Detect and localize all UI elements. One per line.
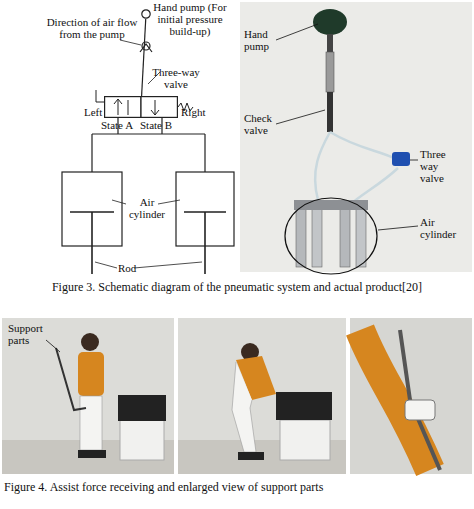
support-pad (405, 400, 435, 420)
cylinder-photo (312, 205, 322, 267)
part-label: Support parts (8, 322, 60, 346)
hand-pump-symbol: Hand pump (For initial pressure build-up… (141, 9, 151, 19)
node-label: Three-way valve (148, 66, 204, 90)
product-photo (240, 2, 472, 272)
state-label: State B (140, 119, 172, 131)
hand-pump-bulb (313, 9, 347, 35)
circle-outline (141, 9, 151, 19)
flow-direction-note: Direction of air flow from the pump (38, 16, 146, 40)
port-label: Right (181, 106, 205, 118)
piston-rod (70, 212, 226, 274)
part-label: Three way valve (420, 148, 464, 184)
support-parts-closeup (400, 330, 440, 470)
usage-photo (178, 318, 346, 474)
highlight-ellipse (285, 198, 377, 274)
crate (118, 395, 166, 421)
jacket (78, 352, 104, 396)
air-line (92, 118, 205, 172)
cylinder-photo (356, 205, 366, 267)
port-label: Left (84, 106, 102, 118)
three-way-valve-body (392, 152, 410, 166)
part-label: Air cylinder (420, 216, 464, 240)
pump-stem (327, 34, 333, 52)
support-parts-frame (56, 348, 86, 410)
shoes (238, 452, 264, 460)
trousers (232, 362, 256, 452)
valve-outline (104, 96, 178, 118)
head (81, 333, 99, 351)
trousers (80, 396, 102, 450)
cylinder-photo (296, 205, 306, 267)
part-label: Rod (118, 262, 136, 274)
air-tube (315, 132, 398, 205)
part-label: Hand pump (244, 28, 278, 52)
fitting (327, 92, 333, 132)
check-valve-body (326, 52, 334, 92)
leader-line (276, 24, 418, 230)
figure-caption: Figure 4. Assist force receiving and enl… (4, 480, 470, 494)
part-label: Air cylinder (126, 196, 168, 220)
leader-line (95, 262, 202, 268)
air-line (142, 19, 146, 96)
figure-caption: Figure 3. Schematic diagram of the pneum… (4, 280, 470, 294)
box-stand (120, 420, 164, 460)
box-stand (280, 420, 330, 460)
part-label: Check valve (244, 112, 278, 136)
leader-line (46, 340, 60, 352)
node-label: Hand pump (For initial pressure build-up… (151, 1, 229, 37)
leader-line (120, 40, 141, 45)
usage-photo (2, 318, 174, 474)
check-valve-seat (140, 44, 152, 52)
shoes (78, 450, 106, 458)
state-label: State A (101, 119, 133, 131)
crate (276, 392, 332, 420)
cylinder-photo (340, 205, 350, 267)
closeup-photo (350, 318, 472, 474)
three-way-valve-symbol: Three-way valve (104, 96, 178, 118)
